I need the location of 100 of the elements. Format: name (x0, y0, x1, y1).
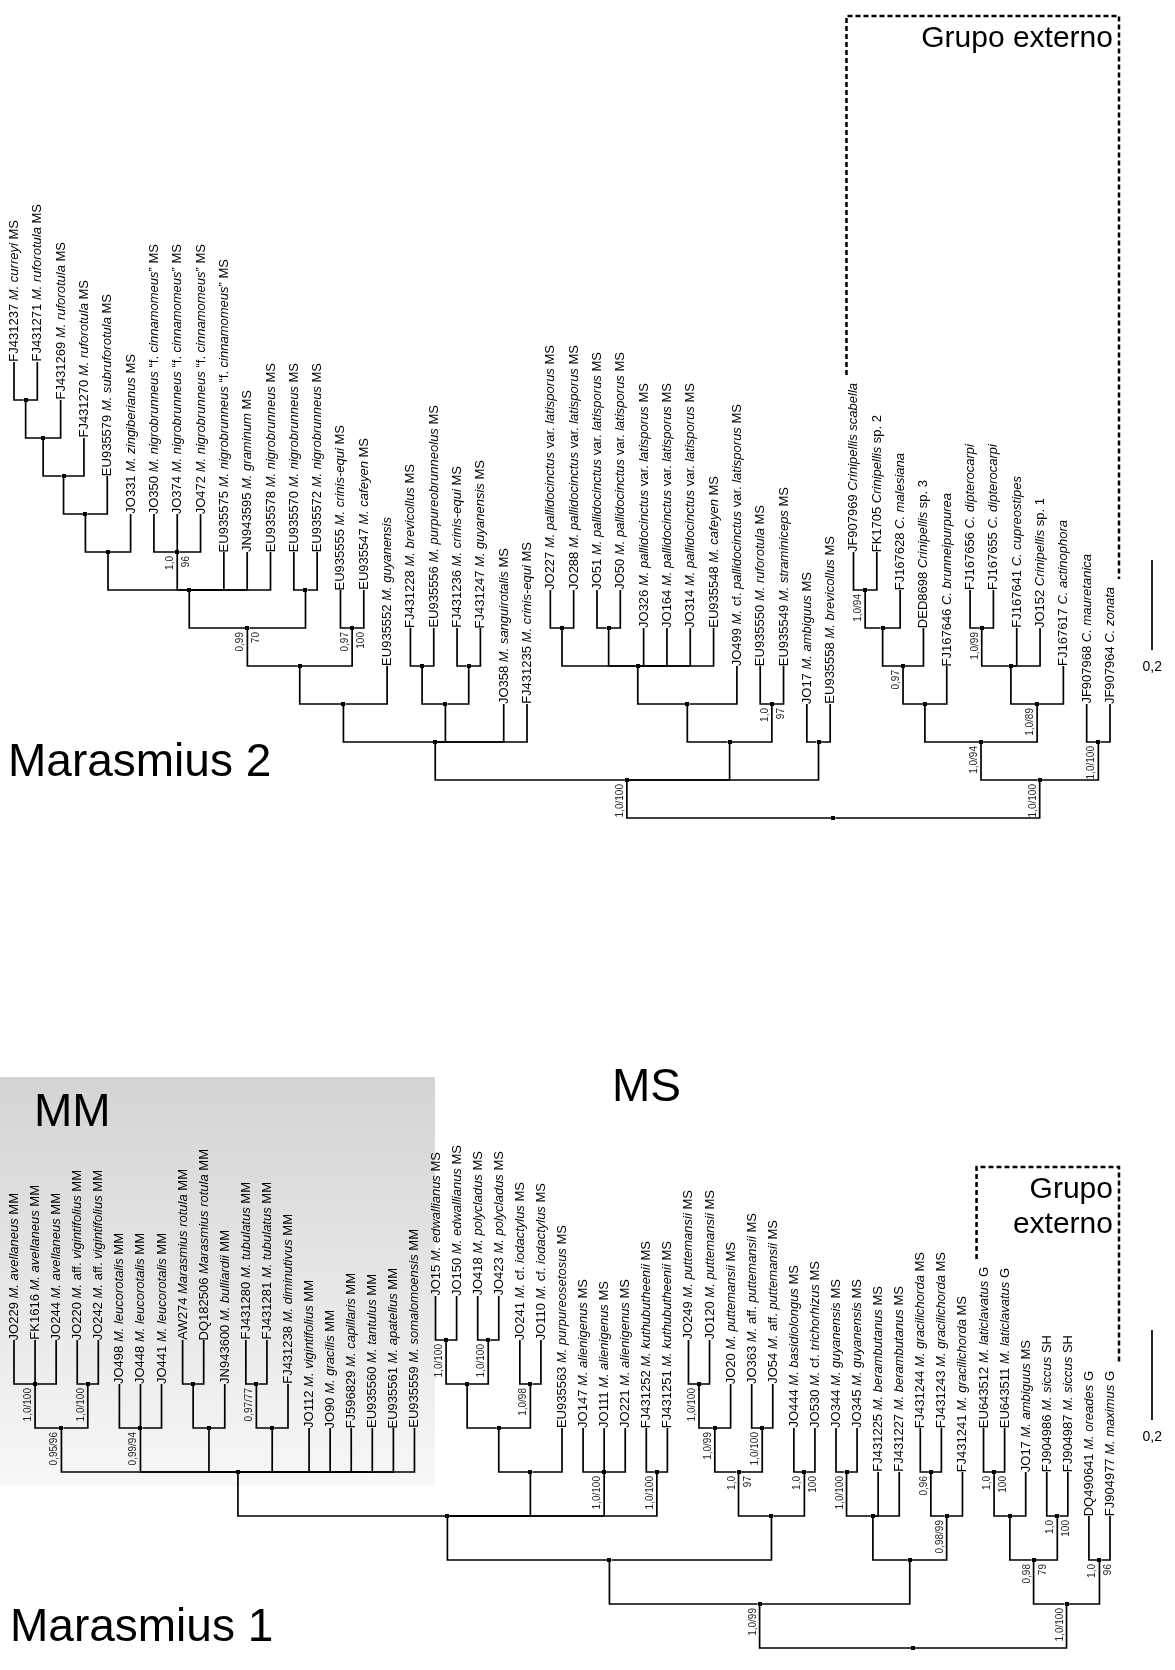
support-value: 0,97/77 (243, 1388, 255, 1422)
taxon-label: EU935552 M. guyanensis (380, 517, 395, 666)
branch-line (421, 667, 445, 705)
taxon-label: JO15 M. edwallianus MS (428, 1152, 443, 1296)
branch-line (763, 1383, 774, 1429)
support-value: 0,97 (339, 632, 351, 652)
branch-line (344, 665, 388, 705)
branch-line (806, 703, 818, 743)
branch-line (847, 1427, 858, 1473)
support-value: 1,0/100 (643, 1476, 655, 1510)
branch-line (181, 1339, 192, 1385)
taxon-label: FJ431247 M. guyanensis MS (473, 460, 488, 629)
branch-line (489, 1295, 500, 1341)
branch-line (62, 477, 85, 515)
branch-line (434, 743, 626, 781)
taxon-label: JO220 M. aff. vigintifolius MM (70, 1170, 85, 1341)
taxon-label: JO241 M. cf. iodactylus MS (512, 1182, 527, 1341)
branch-line (44, 399, 62, 439)
branch-line (881, 629, 902, 667)
taxon-label: JF907964 C. zonata (1103, 587, 1117, 705)
branch-line (257, 1339, 268, 1385)
taxon-label: EU935570 M. nigrobrunneus MS (286, 363, 301, 553)
branch-line (773, 665, 785, 705)
taxon-label: FJ431243 M. gracilichorda MS (934, 1252, 949, 1429)
support-value: 1,0/100 (1053, 1608, 1065, 1642)
branch-line (924, 705, 980, 743)
taxon-label: JO110 M. cf. iodactylus MS (533, 1183, 548, 1341)
taxon-label: AW274 Marasmius rotula MM (175, 1169, 190, 1340)
branch-line (969, 589, 981, 629)
support-value: 1,0/100 (22, 1388, 34, 1422)
taxon-label: FJ904987 M. siccus SH (1060, 1335, 1075, 1473)
branch-line (687, 1339, 698, 1385)
branch-line (636, 667, 687, 705)
branch-line (1099, 703, 1111, 743)
taxon-label: DQ490641 M. oreades G (1081, 1371, 1096, 1517)
taxon-label: EU935555 M. crinis-equi MS (333, 425, 348, 591)
taxon-label: JO441 M. leucorotalis MM (154, 1233, 169, 1384)
support-value: 1,0/100 (686, 1388, 697, 1422)
branch-line (448, 1473, 658, 1517)
branch-line (423, 627, 435, 667)
branch-line (993, 1473, 1009, 1517)
branch-line (13, 361, 25, 401)
support-value: 70 (250, 632, 262, 644)
branch-line (715, 1383, 732, 1429)
branch-line (626, 781, 833, 819)
branch-line (13, 1339, 34, 1385)
taxon-label: JO17 M. ambiguus MS (799, 572, 814, 705)
taxon-label: FJ596829 M. capillaris MM (344, 1273, 359, 1429)
support-value: 1,0/100 (1085, 746, 1097, 780)
support-value: 0,97 (890, 670, 902, 690)
branch-line (190, 551, 272, 591)
taxon-label: DED8698 Crinipellis sp. 3 (916, 480, 931, 629)
branch-line (608, 1561, 759, 1605)
branch-line (864, 591, 882, 629)
support-value: 96 (1102, 1564, 1114, 1576)
support-value: 1,0/100 (833, 1476, 845, 1510)
branch-line (118, 1383, 140, 1429)
support-value: 1,0/100 (1026, 784, 1038, 818)
branch-line (549, 589, 561, 629)
taxon-label: FJ431271 M. ruforotula MS (30, 204, 45, 362)
branch-line (737, 1473, 771, 1517)
branch-line (445, 1341, 466, 1385)
taxon-label: EU935550 M. ruforotula MS (753, 505, 768, 667)
scale-label: 0,2 (1142, 658, 1162, 674)
support-value: 1,0/100 (74, 1388, 86, 1422)
branch-line (109, 513, 132, 553)
taxon-label: JO472 M. nigrobrunneus “f. cinnamomeus” MS (193, 244, 208, 515)
taxon-label: JO374 M. nigrobrunneus “f. cinnamomeus” MS (170, 244, 185, 515)
taxon-label: FJ431269 M. ruforotula MS (53, 242, 68, 400)
support-value: 1,0 (164, 556, 176, 570)
branch-line (739, 1429, 764, 1473)
branch-line (208, 1429, 237, 1473)
taxon-label: FJ431252 M. kuthubutheenii MS (639, 1241, 654, 1429)
branch-line (64, 437, 85, 477)
taxon-label: EU935548 M. cafeyen MS (706, 476, 721, 628)
scale-label: 0,2 (1142, 1428, 1162, 1444)
branch-line (24, 401, 42, 439)
taxon-label: JO51 M. pallidocinctus var. latisporus MS (589, 352, 604, 590)
branch-line (446, 1517, 609, 1561)
branch-line (902, 667, 924, 705)
taxon-label: JO499 M. cf. pallidocinctus var. latisporus MS (729, 404, 744, 667)
branch-line (866, 551, 878, 591)
branch-line (26, 361, 39, 401)
branch-line (607, 629, 637, 667)
taxon-label: FJ904977 M. maximus G (1103, 1371, 1117, 1517)
branch-line (1085, 703, 1098, 743)
support-value: 1,0/99 (968, 632, 980, 660)
branch-line (1088, 1515, 1099, 1561)
taxon-label: FJ904986 M. siccus SH (1039, 1335, 1054, 1473)
branch-line (447, 1295, 458, 1341)
taxon-label: JO444 M. basidiolongus MS (786, 1265, 801, 1428)
branch-line (176, 553, 189, 591)
taxon-label: JO90 M. gracilis MM (323, 1310, 338, 1429)
support-value: 1,0/89 (1024, 708, 1036, 736)
branch-line (497, 1429, 530, 1473)
branch-line (476, 1295, 488, 1341)
branch-line (563, 589, 575, 629)
taxon-label: JO244 M. avellaneus MM (49, 1193, 64, 1341)
support-value: 100 (1060, 1520, 1072, 1537)
branch-line (273, 1383, 289, 1429)
